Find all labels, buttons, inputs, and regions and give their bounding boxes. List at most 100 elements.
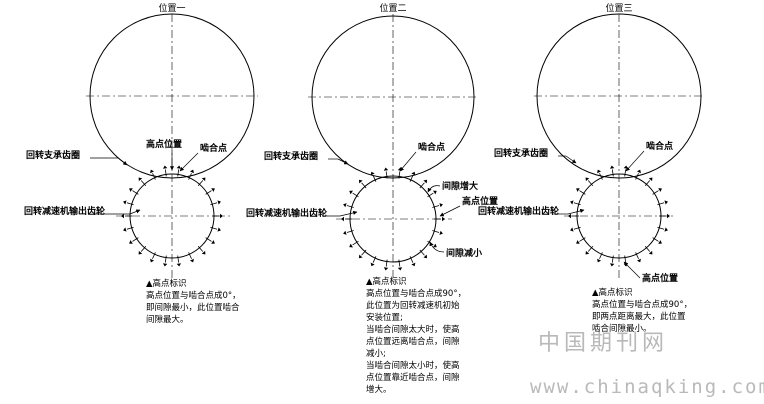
gear-tooth-marker (129, 240, 133, 244)
svg-text:减小;: 减小; (366, 348, 386, 359)
gear-tooth (587, 245, 594, 252)
gear-tooth-marker (343, 230, 347, 235)
svg-text:当啮合间隙太大时，使高: 当啮合间隙太大时，使高 (366, 324, 460, 335)
gear-tooth-marker (570, 227, 574, 232)
svg-text:高点位置与啮合点成0°，: 高点位置与啮合点成0°， (146, 290, 241, 301)
svg-text:高点位置与啮合点成90°，: 高点位置与啮合点成90°， (592, 299, 692, 310)
p3-label-slewing-ring: 回转支承齿圈 (494, 147, 548, 159)
svg-text:啮合间隙最小。: 啮合间隙最小。 (592, 323, 652, 334)
gear-tooth (644, 180, 651, 187)
gear-tooth-marker (189, 258, 194, 263)
p2-label-gap-small: 间隙减小 (446, 247, 482, 259)
p2-note: ▲高点标识 高点位置与啮合点成90°， 此位置为回转减速机初始 安装位置; 当啮… (366, 276, 466, 395)
svg-text:▲高点标识: ▲高点标识 (592, 287, 633, 298)
gear-tooth-marker (664, 227, 668, 232)
gear-tooth-marker (609, 263, 615, 267)
gear-tooth (164, 169, 167, 177)
gear-tooth (372, 175, 377, 182)
gear-tooth (573, 202, 581, 206)
gear-tooth (372, 256, 377, 263)
gear-tooth-marker (397, 267, 403, 271)
gear-tooth (419, 249, 425, 256)
svg-text:▲高点标识: ▲高点标识 (146, 278, 187, 289)
gear-tooth-marker (664, 200, 668, 205)
gear-tooth-marker (201, 250, 206, 255)
gear-tooth (579, 190, 586, 195)
gear-tooth (398, 171, 401, 179)
gear-tooth (657, 202, 665, 206)
gear-tooth-marker (349, 190, 353, 195)
gear-tooth (177, 169, 180, 177)
gear-tooth (652, 190, 659, 195)
gear-tooth (188, 252, 192, 259)
gear-tooth-marker (201, 177, 206, 182)
gear-tooth-marker (370, 171, 375, 176)
p2-label-reducer-gear: 回转减速机输出齿轮 (246, 207, 327, 219)
gear-tooth (624, 255, 627, 263)
gear-tooth (210, 226, 218, 230)
svg-text:此位置为回转减速机初始: 此位置为回转减速机初始 (366, 300, 460, 311)
gear-tooth (132, 237, 139, 242)
gear-tooth (152, 173, 156, 180)
gear-tooth (132, 190, 139, 195)
p1-label-high-point: 高点位置 (146, 138, 182, 150)
p2-output-gear (341, 167, 445, 271)
gear-tooth (427, 192, 434, 198)
gear-tooth-marker (343, 203, 347, 208)
position-3-group: 位置三 回转支承齿圈 啮合点 回转减速机输出齿轮 高点位置 ▲高点标识 高点位置… (478, 2, 704, 334)
gear-tooth-marker (217, 227, 221, 232)
gear-tooth-marker (220, 213, 223, 219)
gear-tooth (210, 202, 218, 206)
gear-tooth-marker (648, 250, 653, 255)
gear-tooth-marker (123, 227, 127, 232)
p3-note: ▲高点标识 高点位置与啮合点成90°， 即两点距离最大，此位置 啮合间隙最小。 (592, 287, 692, 334)
gear-tooth (152, 252, 156, 259)
svg-text:安装位置;: 安装位置; (366, 312, 403, 323)
gear-tooth (177, 255, 180, 263)
svg-text:间隙最大。: 间隙最大。 (146, 314, 189, 325)
gear-tooth-marker (138, 250, 143, 255)
p3-label-reducer-gear: 回转减速机输出齿轮 (478, 205, 559, 217)
gear-tooth (652, 237, 659, 242)
gear-tooth-marker (658, 188, 662, 192)
gear-tooth-marker (411, 262, 416, 267)
gear-tooth-marker (162, 263, 168, 267)
gear-tooth-marker (585, 177, 590, 182)
gear-tooth (573, 226, 581, 230)
gear-tooth-marker (358, 179, 363, 184)
gear-tooth (197, 245, 204, 252)
svg-text:当啮合间隙太小时，使高: 当啮合间隙太小时，使高 (366, 360, 460, 371)
gear-tooth (409, 175, 414, 182)
gear-tooth (432, 230, 440, 233)
gear-tooth (579, 237, 586, 242)
gear-tooth (657, 226, 665, 230)
gear-tooth (140, 180, 147, 187)
p2-label-high-point: 高点位置 (462, 195, 498, 207)
gear-tooth-marker (189, 169, 194, 174)
gear-tooth (635, 252, 639, 259)
gear-tooth-marker (585, 250, 590, 255)
gear-tooth (611, 169, 614, 177)
gear-tooth (624, 169, 627, 177)
watermark-url-text: www.chinaqking.com (530, 376, 764, 398)
position-2-group: 位置二 回转支承齿圈 啮合点 间隙增大 高点位置 回转减速机输出齿轮 间隙减小 … (246, 2, 498, 395)
gear-tooth (126, 202, 134, 206)
position-3-title: 位置三 (605, 2, 632, 14)
gear-tooth (352, 192, 359, 198)
gear-tooth-marker (383, 267, 389, 271)
gear-tooth (432, 205, 440, 208)
gear-tooth-marker (433, 243, 437, 248)
gear-tooth-marker (667, 213, 670, 219)
gear-tooth-marker (658, 240, 662, 244)
gear-tooth (352, 240, 359, 246)
gear-tooth (635, 173, 639, 180)
gear-tooth (599, 252, 603, 259)
gear-tooth (419, 182, 425, 189)
gear-tooth (361, 182, 367, 189)
gear-tooth (346, 230, 354, 233)
gear-tooth (126, 226, 134, 230)
gear-tooth-marker (349, 243, 353, 248)
gear-tooth-marker (358, 254, 363, 259)
gear-tooth (140, 245, 147, 252)
gear-tooth (644, 245, 651, 252)
